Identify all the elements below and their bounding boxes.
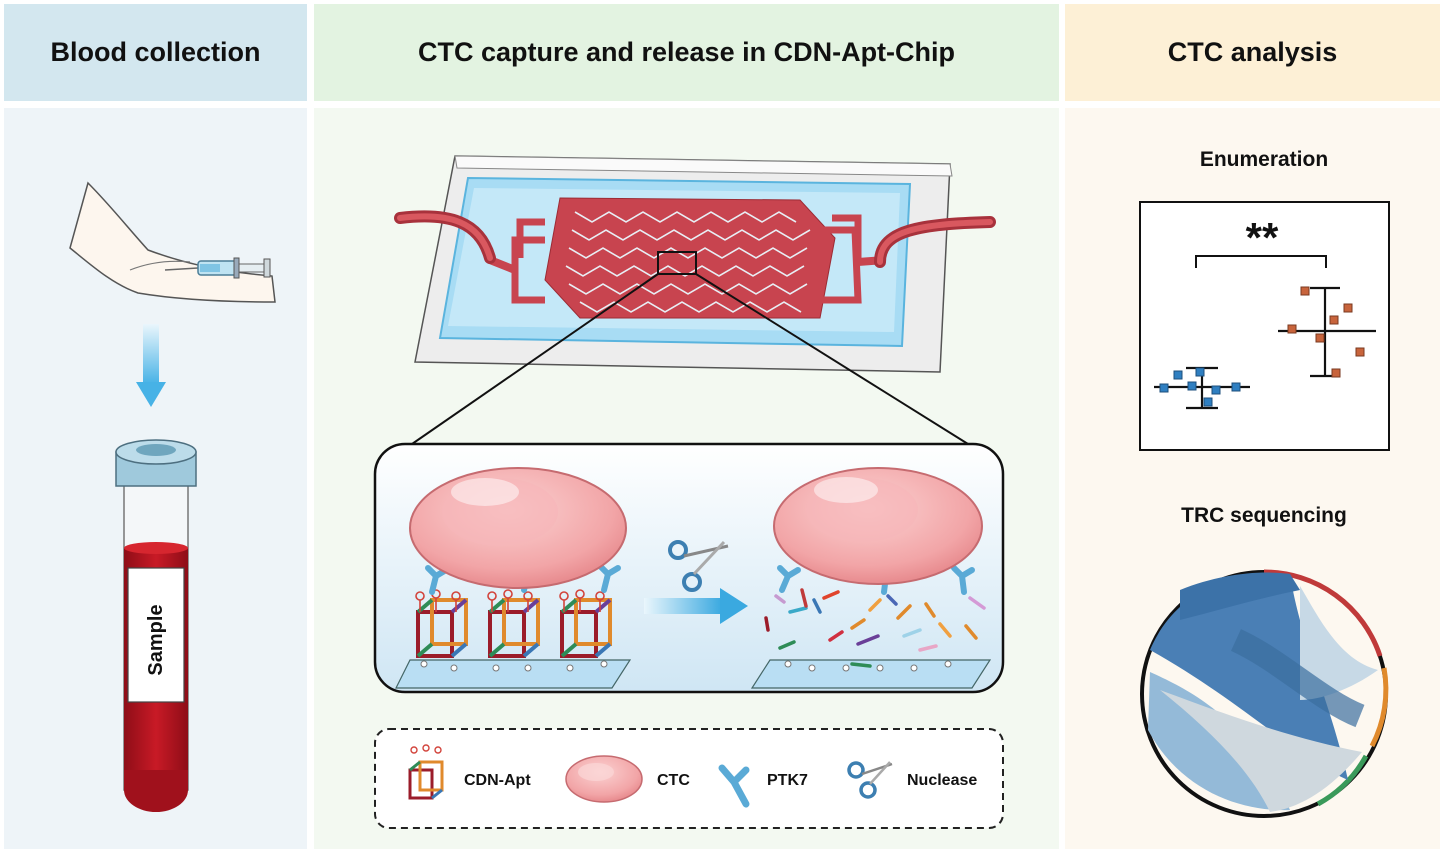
microfluidic-chip [394,155,996,445]
scissors-icon [847,761,893,799]
chord-diagram [1140,569,1389,818]
nuclease-scissors [668,540,729,592]
analysis-header: CTC analysis [1065,4,1440,101]
release-arrow [644,588,748,624]
tube-label: Sample [145,604,167,675]
legend-label-nuclease: Nuclease [907,772,977,789]
zigzag-channels [565,211,811,313]
enumeration-plot: ** [1139,201,1390,451]
blood-collection-header: Blood collection [4,4,307,101]
chip-header: CTC capture and release in CDN-Apt-Chip [314,4,1059,101]
cdn-apt-structures [415,589,612,658]
enumeration-title: Enumeration [1200,148,1328,171]
capture-release-inset [373,442,1005,694]
legend-label-ctc: CTC [657,772,690,789]
ctc-cell-icon [565,755,643,803]
group-red-points [1287,286,1365,378]
zoom-box [657,251,697,275]
legend: CDN-Apt CTC PTK7 Nuclease [374,728,1004,829]
legend-label-ptk7: PTK7 [767,772,808,789]
ptk7-icon [718,764,750,808]
sequencing-title: TRC sequencing [1181,504,1347,527]
arm-with-syringe [69,181,276,303]
legend-label-cdn-apt: CDN-Apt [464,772,531,789]
significance-marker: ** [1246,214,1279,261]
released-fragments [764,588,986,668]
group-blue-points [1159,367,1241,407]
cdn-apt-icon [408,744,444,800]
downward-arrow [136,324,166,407]
blood-sample-tube: Sample [115,439,197,812]
